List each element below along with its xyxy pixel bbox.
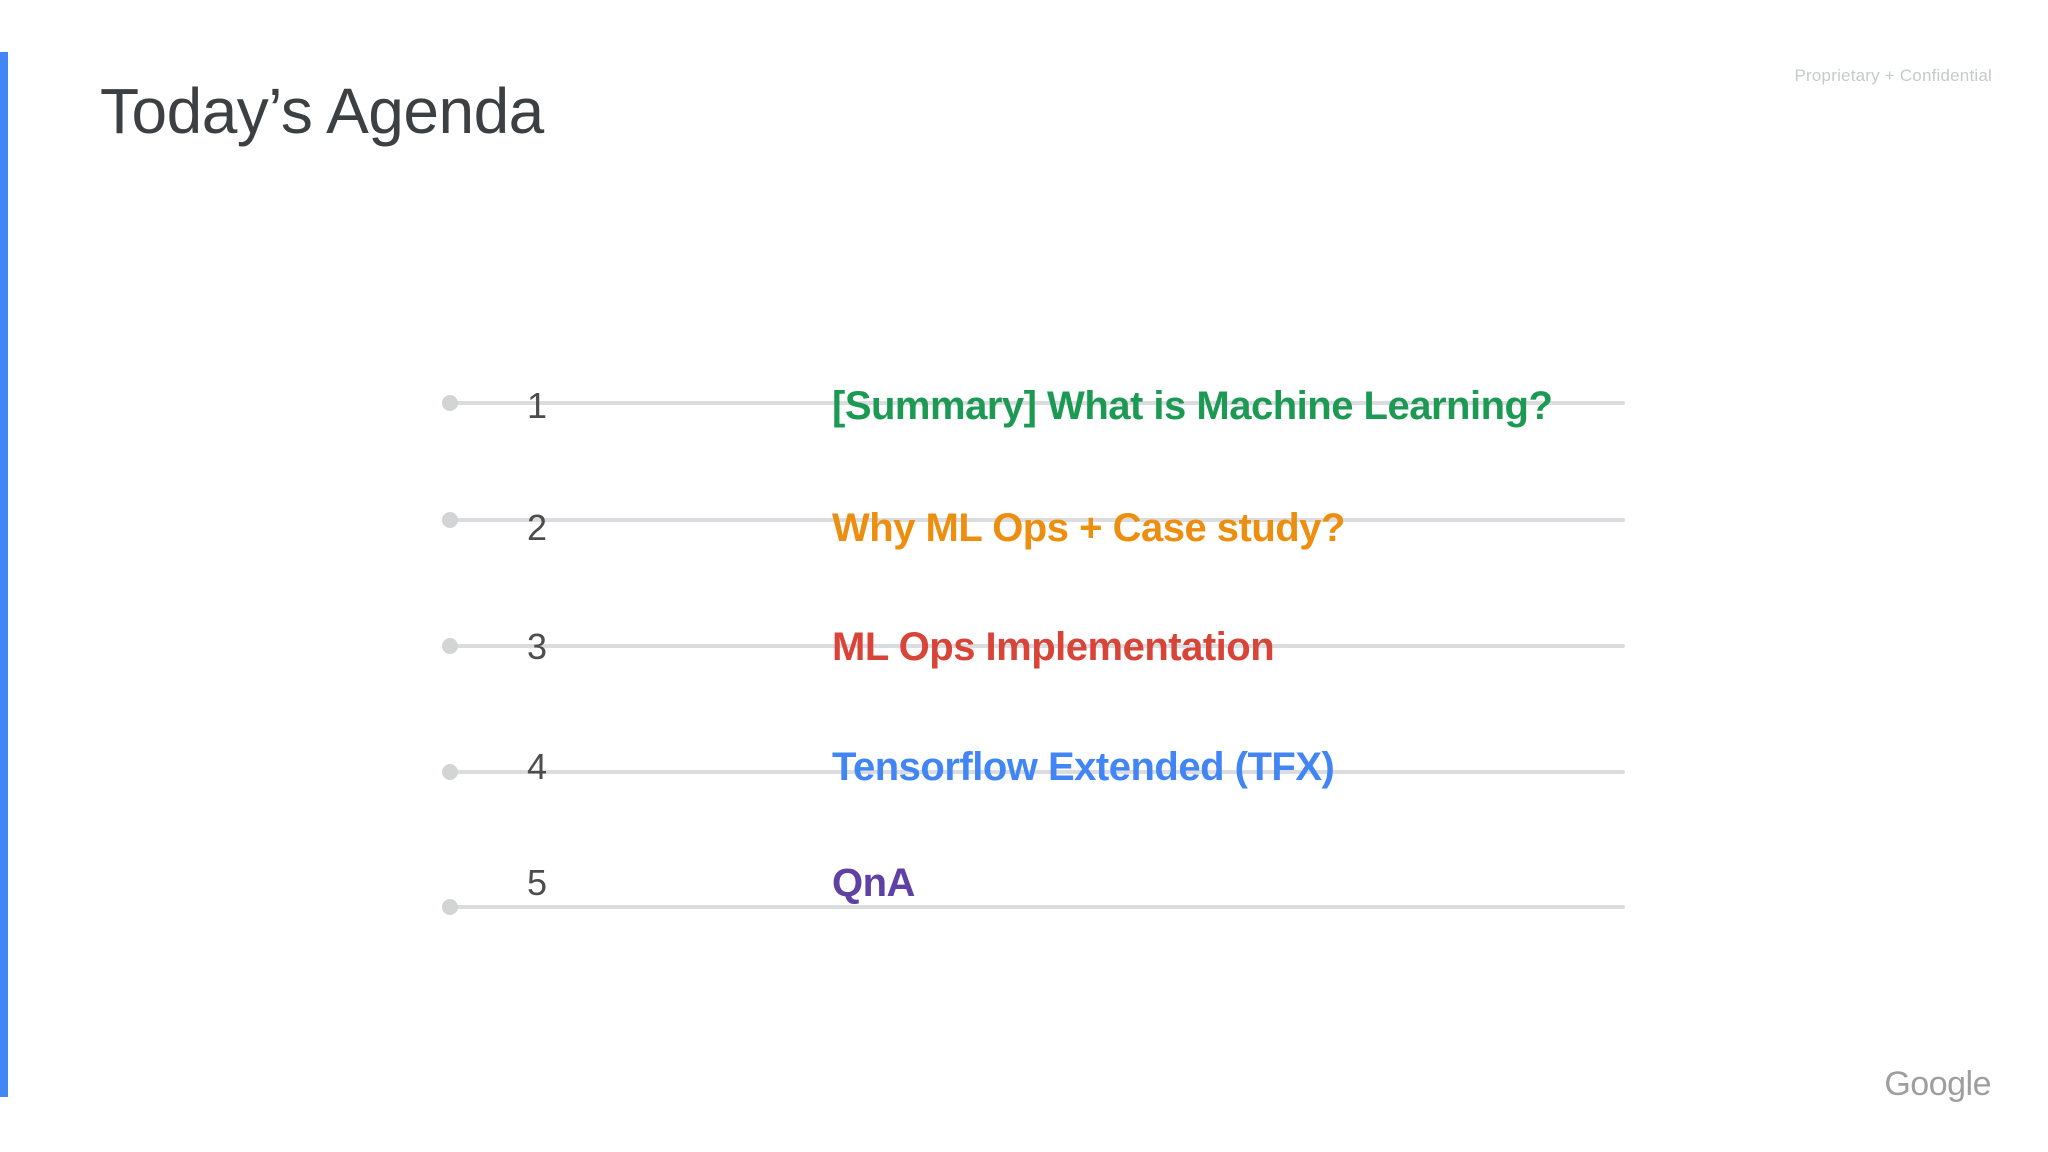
left-accent-bar: [0, 52, 8, 1097]
agenda-item-number: 5: [526, 862, 548, 903]
timeline-line: [450, 518, 1625, 522]
agenda-item-label: Tensorflow Extended (TFX): [832, 745, 1335, 789]
agenda-item-label: [Summary] What is Machine Learning?: [832, 384, 1553, 428]
agenda-item-number: 3: [526, 626, 548, 667]
agenda-item-label: QnA: [832, 861, 915, 905]
timeline-dot-icon: [442, 899, 458, 915]
timeline-dot-icon: [442, 638, 458, 654]
timeline-line: [450, 905, 1625, 909]
agenda-item-number: 2: [526, 507, 548, 548]
page-title: Today’s Agenda: [100, 75, 544, 147]
timeline-line: [450, 644, 1625, 648]
timeline-dot-icon: [442, 512, 458, 528]
timeline-line: [450, 401, 1625, 405]
timeline-line: [450, 770, 1625, 774]
agenda-item-label: Why ML Ops + Case study?: [832, 506, 1345, 550]
classification-label: Proprietary + Confidential: [1794, 66, 1992, 85]
timeline-dot-icon: [442, 395, 458, 411]
timeline-dot-icon: [442, 764, 458, 780]
agenda-item-number: 1: [526, 385, 548, 426]
agenda-item-number: 4: [526, 746, 548, 787]
agenda-item-label: ML Ops Implementation: [832, 625, 1275, 669]
google-logo: Google: [1884, 1065, 1991, 1103]
